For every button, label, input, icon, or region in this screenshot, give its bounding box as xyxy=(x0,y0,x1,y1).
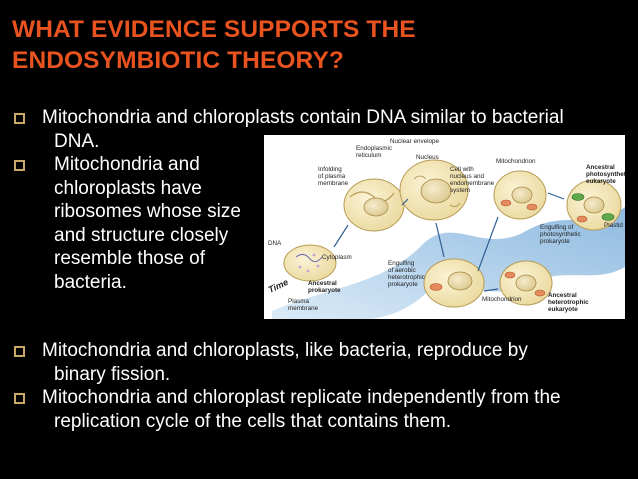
ancestral-heterotrophic-eukaryote xyxy=(499,260,553,306)
bullet-2-line-4: and structure closely xyxy=(54,224,229,246)
label-engulf-aerobic-2: of aerobic xyxy=(388,267,416,274)
slide-title-line-1: WHAT EVIDENCE SUPPORTS THE xyxy=(12,16,416,43)
label-ancestral-het-3: eukaryote xyxy=(548,306,578,313)
bullet-2-line-3: ribosomes whose size xyxy=(54,201,241,222)
label-ancestral-prok-1: Ancestral xyxy=(308,280,337,287)
label-mitochondrion-bottom: Mitochondrion xyxy=(482,296,522,303)
ancestral-photosynthetic-eukaryote xyxy=(566,179,622,231)
label-cell-3: endomembrane xyxy=(450,180,495,187)
label-ancestral-photo-3: eukaryote xyxy=(586,178,616,185)
label-cell-4: system xyxy=(450,187,470,194)
bullet-3-line-1: Mitochondria and chloroplasts, like bact… xyxy=(42,340,528,361)
label-ancestral-prok-2: prokaryote xyxy=(308,287,341,294)
bullet-2-line-1: Mitochondria and xyxy=(54,154,200,175)
label-er-2: reticulum xyxy=(356,152,382,159)
label-engulf-aerobic-1: Engulfing xyxy=(388,260,415,267)
bullet-2-line-2: chloroplasts have xyxy=(54,177,202,199)
label-infolding-2: of plasma xyxy=(318,173,346,180)
label-dna: DNA xyxy=(268,240,282,247)
label-engulf-aerobic-3: heterotrophic xyxy=(388,274,425,281)
slide-title-line-2: ENDOSYMBIOTIC THEORY? xyxy=(12,47,344,74)
cell-with-nucleus xyxy=(399,159,469,221)
label-engulf-photo-2: photosynthetic xyxy=(540,231,581,238)
label-engulf-photo-1: Engulfing of xyxy=(540,224,574,231)
label-ancestral-het-2: heterotrophic xyxy=(548,299,589,306)
label-ancestral-photo-1: Ancestral xyxy=(586,164,615,171)
label-cytoplasm: Cytoplasm xyxy=(322,254,352,261)
label-time: Time xyxy=(267,277,290,295)
ancestral-prokaryote xyxy=(283,244,337,282)
label-nucleus: Nucleus xyxy=(416,154,439,161)
label-plasma-1: Plasma xyxy=(288,298,309,305)
label-ancestral-het-1: Ancestral xyxy=(548,292,577,299)
checkbox-bullet-icon xyxy=(14,346,25,357)
label-ancestral-photo-2: photosynthetic xyxy=(586,171,625,178)
label-mitochondrion-top: Mitochondrion xyxy=(496,158,536,165)
checkbox-bullet-icon xyxy=(14,160,25,171)
bullet-2-line-5: resemble those of xyxy=(54,248,206,269)
label-engulf-photo-3: prokaryote xyxy=(540,238,570,245)
label-plasma-2: membrane xyxy=(288,305,319,312)
label-nuclear-envelope: Nuclear envelope xyxy=(390,138,440,145)
bullet-1-line-2: DNA. xyxy=(54,130,100,152)
label-infolding-1: Infolding xyxy=(318,166,342,173)
label-engulf-aerobic-4: prokaryote xyxy=(388,281,418,288)
label-infolding-3: membrane xyxy=(318,180,349,187)
endosymbiosis-diagram-svg: Nuclear envelope Endoplasmic reticulum N… xyxy=(267,138,625,319)
bullet-2-line-6: bacteria. xyxy=(54,271,127,293)
endosymbiosis-diagram: Nuclear envelope Endoplasmic reticulum N… xyxy=(264,135,625,319)
label-er-1: Endoplasmic xyxy=(356,145,392,152)
checkbox-bullet-icon xyxy=(14,113,25,124)
bullet-1-line-1: Mitochondria and chloroplasts contain DN… xyxy=(42,107,564,128)
bullet-4-line-1: Mitochondria and chloroplast replicate i… xyxy=(42,387,561,408)
infolding-cell xyxy=(343,178,405,232)
label-plastid: Plastid xyxy=(604,222,623,229)
bullet-3-line-2: binary fission. xyxy=(54,363,171,385)
slide-title: WHAT EVIDENCE SUPPORTS THE ENDOSYMBIOTIC… xyxy=(12,14,622,76)
checkbox-bullet-icon xyxy=(14,393,25,404)
cell-with-mitochondria xyxy=(493,170,547,220)
bullet-4-line-2: replication cycle of the cells that cont… xyxy=(54,410,452,432)
engulfing-aerobic-cell xyxy=(423,258,485,308)
label-cell-1: Cell with xyxy=(450,166,474,173)
label-cell-2: nucleus and xyxy=(450,173,484,180)
